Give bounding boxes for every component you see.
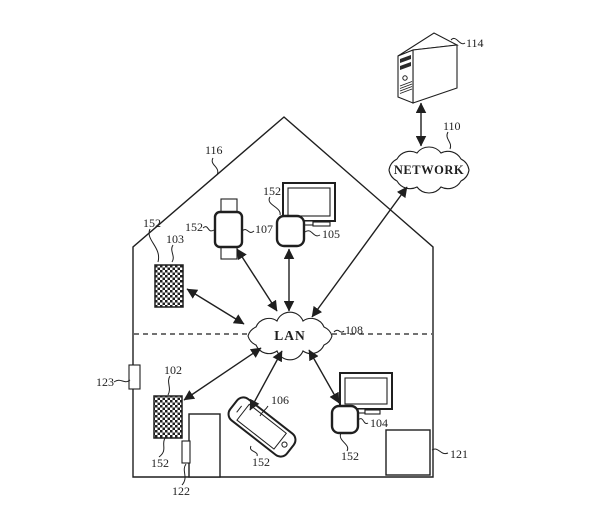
smartphone [227,396,297,458]
leader-102 [167,375,171,396]
watch-body [213,210,244,249]
label-152-watch: 152 [185,220,203,234]
lan-cloud: LAN [247,311,333,361]
monitor-stand-base [364,409,381,415]
leader-106 [259,405,269,417]
phone-body [227,396,297,458]
phone-earpiece [236,405,243,413]
label-152-phone: 152 [252,455,270,469]
network-cloud-label: NETWORK [394,163,464,177]
phone-home-button [281,441,288,448]
link-lan-lower-appliance [183,347,262,401]
link-network-lan [311,186,408,318]
leader-152-upper-settop [268,196,281,216]
lower-appliance [153,395,183,439]
leader-105 [304,230,321,237]
leader-152-upper-appliance [148,228,160,263]
leader-114 [450,38,466,45]
leader-152-phone [249,445,258,457]
leader-152-lower-settop [339,432,349,452]
label-102: 102 [164,363,182,377]
monitor-stand-base [312,221,331,227]
server-vents [399,81,413,94]
label-108: 108 [345,323,363,337]
leader-110 [446,131,452,150]
server-drive-bay [400,55,411,63]
label-121: 121 [450,447,468,461]
link-lan-phone [249,350,283,411]
storage-box [385,429,431,476]
house-outline [132,116,434,478]
reference-labels: 114 110 116 108 105 107 103 102 106 104 … [96,36,484,498]
door-sensor [181,440,191,464]
upper-appliance [154,264,184,308]
label-106: 106 [271,393,289,407]
label-105: 105 [322,227,340,241]
lower-display [339,372,393,415]
label-152-lower-appliance: 152 [151,456,169,470]
leader-122 [181,463,187,486]
leader-104 [357,418,369,425]
label-152-lower-settop: 152 [341,449,359,463]
network-cloud-shape [388,146,470,194]
smartwatch [213,198,244,260]
link-lan-watch [236,248,278,312]
lower-settop-unit [330,404,360,435]
links [183,102,427,411]
label-116: 116 [205,143,223,157]
server-tower [397,32,459,104]
label-114: 114 [466,36,484,50]
label-103: 103 [166,232,184,246]
leader-lines [113,38,466,486]
lan-cloud-label: LAN [274,328,306,343]
lan-cloud-shape [247,311,333,361]
leader-107 [241,229,255,233]
label-152-upper-settop: 152 [263,184,281,198]
leader-108 [333,329,345,333]
phone-screen [236,403,287,450]
link-lan-upper-appliance [186,288,245,325]
leader-123 [113,379,131,383]
server-side-face [412,44,458,104]
link-lan-lower-display [308,349,340,404]
monitor-stand-neck [303,220,314,226]
leader-116 [211,157,219,176]
leader-152-lower-appliance [158,437,166,458]
wall-sensor [128,364,141,390]
label-122: 122 [172,484,190,498]
server-power-button [402,75,408,81]
leader-103 [171,244,174,263]
label-152-upper-appliance: 152 [143,216,161,230]
label-104: 104 [370,416,388,430]
leader-121 [431,448,449,455]
monitor-frame [339,372,393,410]
monitor-screen [344,377,388,405]
label-107: 107 [255,222,273,236]
network-cloud: NETWORK [388,146,470,194]
upper-settop-unit [275,214,306,248]
server-drive-bay [400,62,411,70]
door-panel [188,413,221,478]
label-110: 110 [443,119,461,133]
label-123: 123 [96,375,114,389]
leader-152-watch [202,226,215,232]
